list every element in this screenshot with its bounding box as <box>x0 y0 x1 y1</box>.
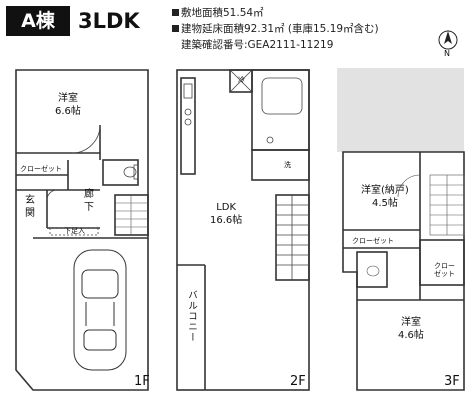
f1-shoe-box-label: 下足入 <box>64 227 85 235</box>
f2-fridge-label: 冷 <box>238 76 245 84</box>
compass-label: N <box>444 49 450 58</box>
f1-hall-1: 廊 <box>84 189 94 200</box>
f2-ldk-label: LDK 16.6帖 <box>210 201 242 227</box>
f1-hall-2: 下 <box>84 202 94 213</box>
f2-wash-label: 洗 <box>284 161 291 169</box>
land-area: 敷地面積51.54㎡ <box>172 6 264 20</box>
f3-closet2-line1: クロー <box>434 262 455 270</box>
land-area-text: 敷地面積51.54㎡ <box>181 7 264 19</box>
floor-3-stairs <box>366 174 465 277</box>
f2-balcony-label: バルコニー <box>186 290 197 343</box>
bullet-square-icon <box>172 25 179 32</box>
f1-entrance-1: 玄 <box>25 195 35 206</box>
f2-ldk-size: 16.6帖 <box>210 215 243 226</box>
floor-2-label: 2F <box>290 374 306 389</box>
f1-entrance-label: 玄 関 <box>25 194 35 220</box>
f3-closet2-line2: ゼット <box>434 270 455 278</box>
floor-1-label: 1F <box>134 374 150 389</box>
compass-icon <box>438 30 458 50</box>
f3-room2-name: 洋室 <box>400 317 421 328</box>
building-badge: A棟 <box>6 6 70 36</box>
f3-room1-label: 洋室(納戸) 4.5帖 <box>361 184 409 210</box>
floor-2-fixtures <box>183 70 309 280</box>
floor-1-stairs <box>115 195 148 235</box>
f3-room1-size: 4.5帖 <box>371 198 398 209</box>
f1-hall-label: 廊 下 <box>84 188 94 214</box>
f1-room-size: 6.6帖 <box>55 106 81 117</box>
f2-ldk-name: LDK <box>216 202 237 213</box>
f3-closet-label: クローゼット <box>352 237 394 245</box>
f3-room2-size: 4.6帖 <box>398 330 424 341</box>
floor-3-roof-shade <box>337 68 464 152</box>
floor-2-walls <box>176 69 310 391</box>
floor-3-label: 3F <box>444 374 460 389</box>
floor-area: 建物延床面積92.31㎡ (車庫15.19㎡含む) <box>172 22 379 36</box>
f1-room-name: 洋室 <box>57 93 78 104</box>
car-icon <box>73 249 127 371</box>
f3-room1-name: 洋室(納戸) <box>361 185 409 196</box>
layout-type: 3LDK <box>78 9 140 33</box>
permit-number: 建築確認番号:GEA2111-11219 <box>181 39 334 51</box>
f1-room-label: 洋室 6.6帖 <box>55 92 81 118</box>
f3-room2-label: 洋室 4.6帖 <box>398 316 424 342</box>
floor-1-fixtures <box>46 124 139 236</box>
f1-entrance-2: 関 <box>25 208 35 219</box>
f3-closet2-label: クロー ゼット <box>434 262 455 278</box>
floor-area-text: 建物延床面積92.31㎡ (車庫15.19㎡含む) <box>181 23 379 35</box>
floor-3-walls <box>342 151 465 391</box>
bullet-square-icon <box>172 9 179 16</box>
f1-closet-label: クローゼット <box>20 165 62 173</box>
